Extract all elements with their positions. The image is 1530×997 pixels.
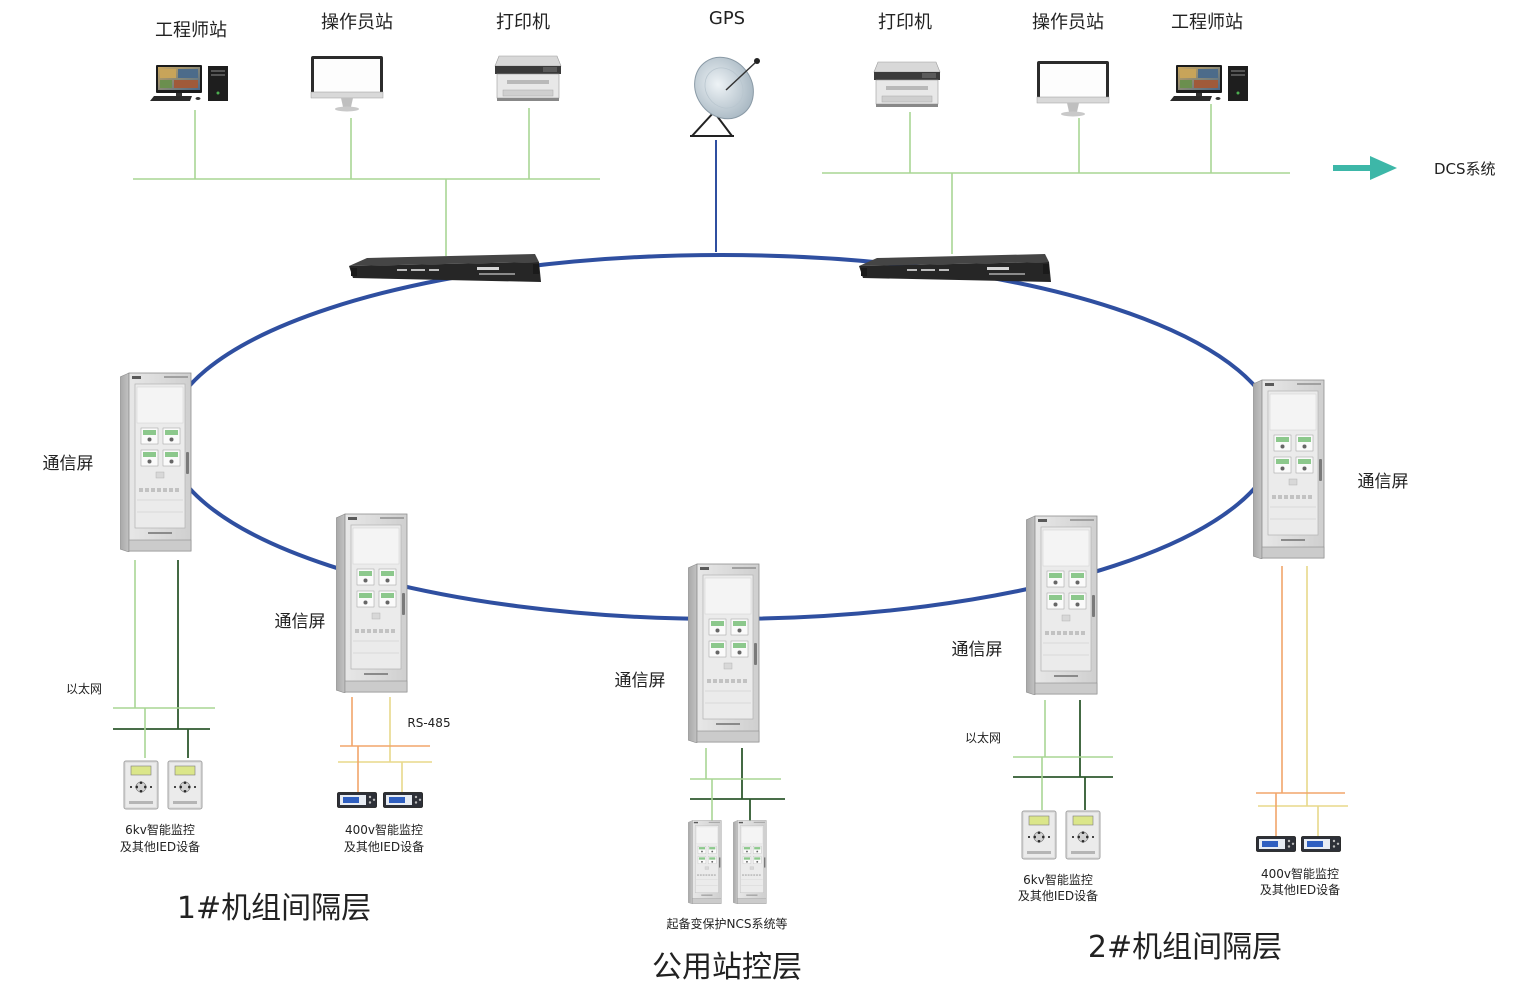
comm-screen-1-label: 通信屏 bbox=[43, 454, 94, 474]
gps-label: GPS bbox=[709, 8, 745, 29]
meter-400v-unit1-b-icon bbox=[383, 792, 423, 808]
field-device-2-line1: 400v智能监控 bbox=[345, 822, 423, 837]
field-device-1-line2: 及其他IED设备 bbox=[120, 840, 200, 854]
printer-left-icon bbox=[494, 55, 562, 102]
field-device-1-line1: 6kv智能监控 bbox=[125, 822, 195, 837]
engineer-station-left-label: 工程师站 bbox=[155, 20, 227, 41]
network-switch-right-icon bbox=[859, 254, 1051, 282]
ied-6kv-unit2-a-icon bbox=[1021, 810, 1057, 860]
field-device-2-line2: 及其他IED设备 bbox=[344, 840, 424, 854]
unit1-rs485-bus bbox=[338, 697, 432, 792]
engineer-station-right-label: 工程师站 bbox=[1171, 12, 1243, 33]
comm-cabinet-5-icon bbox=[1253, 379, 1325, 559]
common-ethernet-bus bbox=[690, 748, 785, 822]
field-device-3-line1: 起备变保护NCS系统等 bbox=[667, 916, 788, 931]
field-device-4-line2: 及其他IED设备 bbox=[1018, 889, 1098, 903]
operator-monitor-left-icon bbox=[310, 55, 384, 112]
unit2-rs485-bus bbox=[1256, 566, 1348, 836]
comm-cabinet-3-icon bbox=[688, 563, 760, 743]
unit1-ethernet-bus bbox=[113, 560, 215, 758]
rs485-label: RS-485 bbox=[407, 716, 450, 730]
operator-monitor-right-icon bbox=[1036, 60, 1110, 117]
network-switch-left-icon bbox=[349, 254, 541, 282]
gps-dish-icon bbox=[686, 52, 766, 138]
field-device-5-line2: 及其他IED设备 bbox=[1260, 883, 1340, 897]
comm-cabinet-2-icon bbox=[336, 513, 408, 693]
comm-screen-4-label: 通信屏 bbox=[952, 640, 1003, 660]
printer-right-label: 打印机 bbox=[878, 12, 932, 33]
comm-screen-2-label: 通信屏 bbox=[275, 612, 326, 632]
ethernet-left-label: 以太网 bbox=[66, 681, 102, 696]
ncs-cabinet-b-icon bbox=[733, 820, 767, 904]
operator-station-left-label: 操作员站 bbox=[321, 12, 393, 33]
unit2-bay-layer-label: 2#机组间隔层 bbox=[1088, 930, 1282, 965]
comm-screen-3-label: 通信屏 bbox=[615, 671, 666, 691]
comm-cabinet-1-icon bbox=[120, 372, 192, 552]
ncs-cabinet-a-icon bbox=[688, 820, 722, 904]
ied-6kv-unit2-b-icon bbox=[1065, 810, 1101, 860]
printer-left-label: 打印机 bbox=[496, 12, 550, 33]
ied-6kv-unit1-b-icon bbox=[167, 760, 203, 810]
ethernet-right-label: 以太网 bbox=[965, 730, 1001, 745]
engineer-workstation-right-icon bbox=[1170, 65, 1248, 101]
common-station-layer-label: 公用站控层 bbox=[652, 950, 802, 985]
operator-station-right-label: 操作员站 bbox=[1032, 12, 1104, 33]
field-device-5-line1: 400v智能监控 bbox=[1261, 866, 1339, 881]
engineer-workstation-left-icon bbox=[150, 65, 228, 101]
printer-right-icon bbox=[873, 61, 941, 108]
dcs-label: DCS系统 bbox=[1434, 160, 1496, 178]
dcs-arrow-icon bbox=[1333, 156, 1397, 180]
unit1-bay-layer-label: 1#机组间隔层 bbox=[177, 891, 371, 926]
comm-cabinet-4-icon bbox=[1026, 515, 1098, 695]
meter-400v-unit2-a-icon bbox=[1256, 836, 1296, 852]
comm-screen-5-label: 通信屏 bbox=[1358, 472, 1409, 492]
right-station-lan bbox=[822, 104, 1290, 254]
ied-6kv-unit1-a-icon bbox=[123, 760, 159, 810]
left-station-lan bbox=[133, 108, 600, 256]
field-device-4-line1: 6kv智能监控 bbox=[1023, 872, 1093, 887]
unit2-ethernet-bus bbox=[1013, 700, 1113, 810]
meter-400v-unit2-b-icon bbox=[1301, 836, 1341, 852]
meter-400v-unit1-a-icon bbox=[337, 792, 377, 808]
